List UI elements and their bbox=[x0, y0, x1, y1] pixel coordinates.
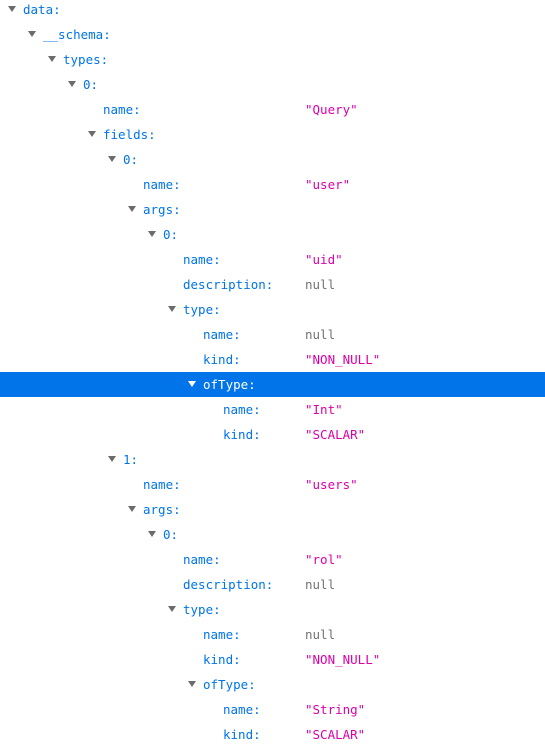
tree-value: "SCALAR" bbox=[305, 727, 366, 742]
tree-node[interactable]: args: bbox=[0, 497, 545, 522]
tree-key-label: name: bbox=[183, 252, 221, 267]
tree-key-label: 0: bbox=[83, 77, 99, 92]
tree-leaf-row[interactable]: name: "Query" bbox=[0, 97, 545, 122]
tree-key-label: types: bbox=[63, 52, 109, 67]
tree-value: "NON_NULL" bbox=[305, 352, 381, 367]
tree-key-label: 0: bbox=[163, 227, 179, 242]
tree-key-label: __schema: bbox=[43, 27, 111, 42]
tree-value: "Int" bbox=[305, 402, 343, 417]
tree-node[interactable]: 0: bbox=[0, 147, 545, 172]
tree-node[interactable]: ofType: bbox=[0, 672, 545, 697]
tree-node[interactable]: type: bbox=[0, 297, 545, 322]
tree-key-label: type: bbox=[183, 602, 221, 617]
tree-leaf-row[interactable]: kind: "NON_NULL" bbox=[0, 347, 545, 372]
tree-leaf-row[interactable]: kind: "SCALAR" bbox=[0, 422, 545, 447]
tree-key-label: type: bbox=[183, 302, 221, 317]
tree-key-label: name: bbox=[183, 552, 221, 567]
tree-value: null bbox=[305, 577, 336, 592]
tree-value: "Query" bbox=[305, 102, 358, 117]
expand-toggle-icon[interactable] bbox=[88, 131, 96, 137]
tree-key-label: ofType: bbox=[203, 677, 256, 692]
tree-node[interactable]: fields: bbox=[0, 122, 545, 147]
tree-value: "String" bbox=[305, 702, 366, 717]
tree-leaf-row[interactable]: name: "user" bbox=[0, 172, 545, 197]
expand-toggle-icon[interactable] bbox=[108, 156, 116, 162]
tree-key-label: 0: bbox=[123, 152, 139, 167]
expand-toggle-icon[interactable] bbox=[128, 206, 136, 212]
tree-node[interactable]: ofType: bbox=[0, 372, 545, 397]
expand-toggle-icon[interactable] bbox=[188, 681, 196, 687]
tree-leaf-row[interactable]: name: "users" bbox=[0, 472, 545, 497]
tree-value: "uid" bbox=[305, 252, 343, 267]
tree-key-label: name: bbox=[203, 627, 241, 642]
tree-leaf-row[interactable]: name: "String" bbox=[0, 697, 545, 722]
tree-key-label: name: bbox=[223, 402, 261, 417]
tree-value: "users" bbox=[305, 477, 358, 492]
tree-value: null bbox=[305, 277, 336, 292]
tree-node[interactable]: 1: bbox=[0, 447, 545, 472]
tree-key-label: ofType: bbox=[203, 377, 256, 392]
tree-key-label: args: bbox=[143, 502, 181, 517]
expand-toggle-icon[interactable] bbox=[148, 231, 156, 237]
tree-key-label: name: bbox=[223, 702, 261, 717]
tree-key-label: fields: bbox=[103, 127, 156, 142]
expand-toggle-icon[interactable] bbox=[8, 6, 16, 12]
tree-node[interactable]: 0: bbox=[0, 222, 545, 247]
tree-value: "NON_NULL" bbox=[305, 652, 381, 667]
tree-value: null bbox=[305, 627, 336, 642]
tree-value: null bbox=[305, 327, 336, 342]
tree-node[interactable]: types: bbox=[0, 47, 545, 72]
tree-key-label: args: bbox=[143, 202, 181, 217]
expand-toggle-icon[interactable] bbox=[108, 456, 116, 462]
expand-toggle-icon[interactable] bbox=[168, 606, 176, 612]
expand-toggle-icon[interactable] bbox=[148, 531, 156, 537]
expand-toggle-icon[interactable] bbox=[68, 81, 76, 87]
tree-key-label: description: bbox=[183, 577, 274, 592]
tree-leaf-row[interactable]: name: "rol" bbox=[0, 547, 545, 572]
tree-leaf-row[interactable]: kind: "NON_NULL" bbox=[0, 647, 545, 672]
tree-key-label: data: bbox=[23, 2, 61, 17]
tree-leaf-row[interactable]: kind: "SCALAR" bbox=[0, 722, 545, 747]
expand-toggle-icon[interactable] bbox=[168, 306, 176, 312]
tree-leaf-row[interactable]: description: null bbox=[0, 272, 545, 297]
tree-key-label: kind: bbox=[203, 652, 241, 667]
tree-leaf-row[interactable]: description: null bbox=[0, 572, 545, 597]
tree-value: "rol" bbox=[305, 552, 343, 567]
tree-key-label: 1: bbox=[123, 452, 139, 467]
tree-leaf-row[interactable]: name: "uid" bbox=[0, 247, 545, 272]
tree-key-label: description: bbox=[183, 277, 274, 292]
tree-node[interactable]: data: bbox=[0, 0, 545, 22]
tree-key-label: kind: bbox=[223, 427, 261, 442]
tree-leaf-row[interactable]: name: "Int" bbox=[0, 397, 545, 422]
tree-key-label: kind: bbox=[223, 727, 261, 742]
expand-toggle-icon[interactable] bbox=[48, 56, 56, 62]
tree-key-label: name: bbox=[103, 102, 141, 117]
tree-leaf-row[interactable]: name: null bbox=[0, 622, 545, 647]
tree-key-label: 0: bbox=[163, 527, 179, 542]
tree-node[interactable]: __schema: bbox=[0, 22, 545, 47]
tree-key-label: kind: bbox=[203, 352, 241, 367]
tree-value: "SCALAR" bbox=[305, 427, 366, 442]
expand-toggle-icon[interactable] bbox=[28, 31, 36, 37]
tree-key-label: name: bbox=[203, 327, 241, 342]
expand-toggle-icon[interactable] bbox=[188, 381, 196, 387]
tree-node[interactable]: args: bbox=[0, 197, 545, 222]
tree-node[interactable]: type: bbox=[0, 597, 545, 622]
tree-value: "user" bbox=[305, 177, 351, 192]
tree-key-label: name: bbox=[143, 177, 181, 192]
expand-toggle-icon[interactable] bbox=[128, 506, 136, 512]
tree-leaf-row[interactable]: name: null bbox=[0, 322, 545, 347]
tree-node[interactable]: 0: bbox=[0, 522, 545, 547]
tree-key-label: name: bbox=[143, 477, 181, 492]
tree-node[interactable]: 0: bbox=[0, 72, 545, 97]
